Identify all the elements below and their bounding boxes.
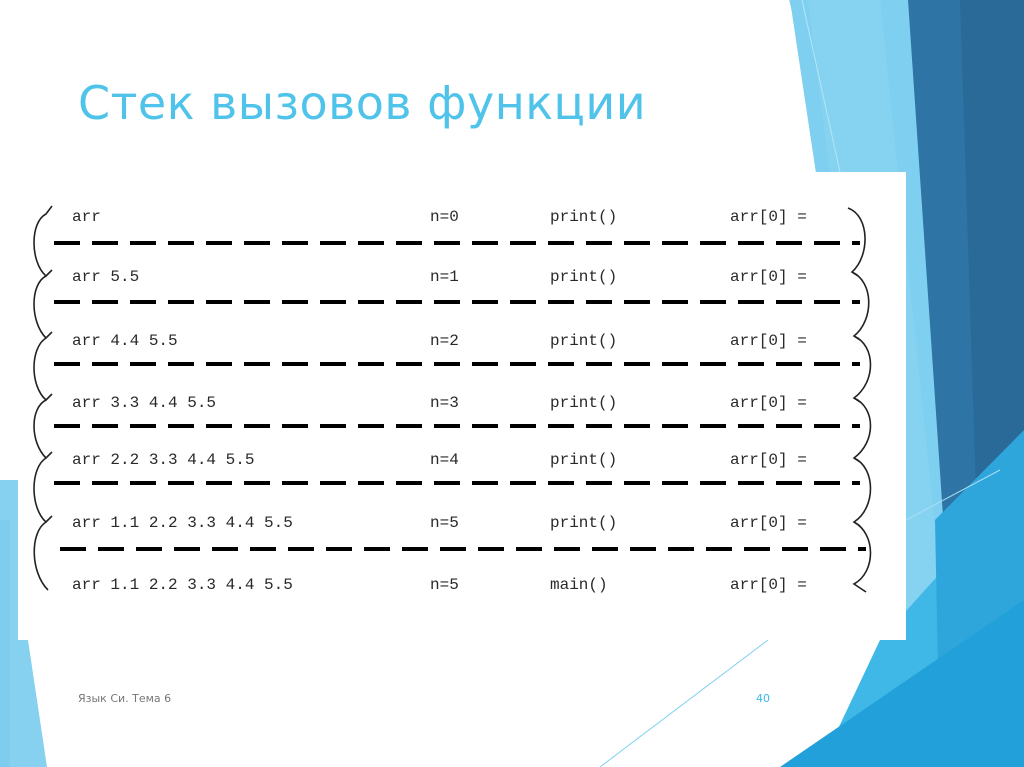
function-name: print() [550, 514, 618, 532]
left-brace-icon [33, 205, 872, 593]
n-value: n=3 [430, 394, 459, 412]
result-label: arr[0] = [730, 394, 807, 412]
frame-divider [54, 241, 860, 245]
function-name: print() [550, 451, 618, 469]
frame-divider [54, 362, 860, 366]
array-contents: arr 1.1 2.2 3.3 4.4 5.5 [72, 514, 293, 532]
function-name: print() [550, 332, 618, 350]
stack-frame-row: arr 5.5 n=1 print() arr[0] = [18, 268, 906, 292]
array-contents: arr 5.5 [72, 268, 140, 286]
stack-frame-row: arr 1.1 2.2 3.3 4.4 5.5 n=5 print() arr[… [18, 514, 906, 538]
stack-frame-row: arr n=0 print() arr[0] = [18, 208, 906, 232]
n-value: n=0 [430, 208, 459, 226]
array-contents: arr 3.3 4.4 5.5 [72, 394, 217, 412]
stack-frame-row: arr 3.3 4.4 5.5 n=3 print() arr[0] = [18, 394, 906, 418]
result-label: arr[0] = [730, 451, 807, 469]
array-contents: arr [72, 208, 101, 226]
result-label: arr[0] = [730, 514, 807, 532]
frame-divider [54, 300, 860, 304]
stack-frame-row: arr 4.4 5.5 n=2 print() arr[0] = [18, 332, 906, 356]
array-contents: arr 4.4 5.5 [72, 332, 178, 350]
stack-frame-row: arr 1.1 2.2 3.3 4.4 5.5 n=5 main() arr[0… [18, 576, 906, 600]
function-name: print() [550, 394, 618, 412]
function-name: print() [550, 208, 618, 226]
frame-divider [54, 481, 860, 485]
page-number: 40 [756, 692, 770, 705]
n-value: n=2 [430, 332, 459, 350]
slide-title: Стек вызовов функции [78, 76, 647, 130]
result-label: arr[0] = [730, 332, 807, 350]
call-stack-figure: arr n=0 print() arr[0] = arr 5.5 n=1 pri… [18, 172, 906, 640]
function-name: main() [550, 576, 608, 594]
result-label: arr[0] = [730, 268, 807, 286]
n-value: n=5 [430, 576, 459, 594]
array-contents: arr 1.1 2.2 3.3 4.4 5.5 [72, 576, 293, 594]
frame-divider [54, 424, 860, 428]
n-value: n=1 [430, 268, 459, 286]
array-contents: arr 2.2 3.3 4.4 5.5 [72, 451, 255, 469]
n-value: n=4 [430, 451, 459, 469]
result-label: arr[0] = [730, 208, 807, 226]
stack-frame-row: arr 2.2 3.3 4.4 5.5 n=4 print() arr[0] = [18, 451, 906, 475]
frame-divider [60, 547, 866, 551]
result-label: arr[0] = [730, 576, 807, 594]
function-name: print() [550, 268, 618, 286]
footer-text: Язык Си. Тема 6 [78, 692, 172, 705]
n-value: n=5 [430, 514, 459, 532]
